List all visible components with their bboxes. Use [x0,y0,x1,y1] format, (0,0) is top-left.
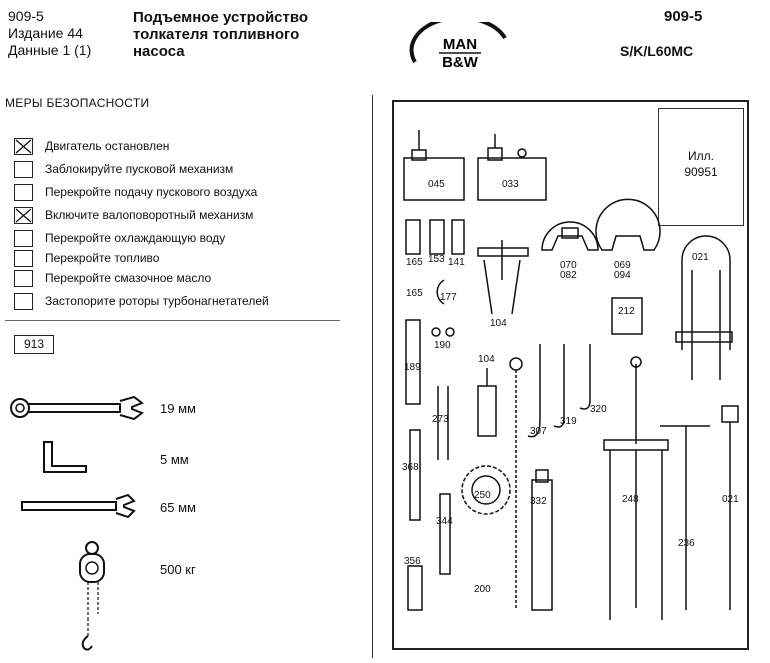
checklist-label: Двигатель остановлен [45,139,170,153]
part-label: 200 [474,584,491,595]
part-label: 033 [502,179,519,190]
tool-board [392,100,749,650]
checklist-label: Застопорите роторы турбонагнетателей [45,294,269,308]
illustration-number: 90951 [684,165,718,179]
part-label: 021 [722,494,739,505]
open-end-wrench-icon [20,493,136,524]
illustration-label: Илл. [688,149,714,163]
checklist-item[interactable]: Включите валоповоротный механизм [14,205,253,225]
checklist-label: Перекройте смазочное масло [45,271,212,285]
checklist-item[interactable]: Перекройте топливо [14,248,159,268]
part-label: 212 [618,306,635,317]
checklist-item[interactable]: Застопорите роторы турбонагнетателей [14,291,269,311]
safety-heading: МЕРЫ БЕЗОПАСНОСТИ [5,96,150,110]
part-label: 177 [440,292,457,303]
right-doc-number: 909-5 [664,8,703,25]
part-label: 307 [530,426,547,437]
checkbox[interactable] [14,160,33,178]
part-label: 273 [432,414,449,425]
part-label: 070 [560,260,577,271]
checklist-item[interactable]: Перекройте подачу пускового воздуха [14,182,257,202]
hex-key-size: 5 мм [160,452,189,467]
doc-number: 909-5 [8,8,44,24]
checkbox[interactable] [14,137,33,155]
hex-key-icon [40,438,90,481]
checklist-label: Перекройте охлаждающую воду [45,231,226,245]
checklist-label: Перекройте подачу пускового воздуха [45,185,258,199]
hoist-capacity: 500 кг [160,562,196,577]
tool-board-drawing: 045 033 165 153 141 070 082 069 094 021 … [402,130,739,620]
logo-text-bottom: B&W [442,54,479,71]
part-label: 356 [404,556,421,567]
part-label: 021 [692,252,709,263]
combination-wrench-icon [8,393,145,428]
part-label: 104 [490,318,507,329]
checkbox[interactable] [14,229,33,247]
part-label: 094 [614,270,631,281]
part-label: 082 [560,270,577,281]
part-label: 332 [530,496,547,507]
checkbox[interactable] [14,206,33,224]
checkbox[interactable] [14,292,33,310]
page-title: Подъемное устройство толкателя топливног… [133,9,308,60]
checklist-item[interactable]: Перекройте смазочное масло [14,268,211,288]
part-label: 368 [402,462,419,473]
checklist-item[interactable]: Заблокируйте пусковой механизм [14,159,233,179]
checklist-label: Заблокируйте пусковой механизм [45,162,234,176]
part-label: 045 [428,179,445,190]
checkbox[interactable] [14,249,33,267]
checklist-item[interactable]: Перекройте охлаждающую воду [14,228,225,248]
title-line-1: Подъемное устройство [133,9,309,26]
logo-text-top: MAN [443,36,477,53]
checklist-label: Перекройте топливо [45,251,160,265]
part-label: 190 [434,340,451,351]
vertical-divider [372,95,373,658]
man-bw-logo: MAN B&W [405,15,515,83]
wrench-size-19: 19 мм [160,401,196,416]
part-label: 104 [478,354,495,365]
open-end-wrench-size: 65 мм [160,500,196,515]
title-line-2: толкателя топливного [133,26,300,43]
tool-number-box: 913 [14,335,54,354]
part-label: 250 [474,490,491,501]
checklist-label: Включите валоповоротный механизм [45,208,254,222]
title-line-3: насоса [133,43,185,60]
edition: Издание 44 [8,25,83,41]
header-left: 909-5 Издание 44 Данные 1 (1) [8,8,91,59]
part-label: 189 [404,362,421,373]
part-label: 344 [436,516,453,527]
part-label: 320 [590,404,607,415]
part-label: 165 [406,288,423,299]
part-label: 141 [448,257,465,268]
divider [5,320,340,321]
part-label: 165 [406,257,423,268]
part-label: 319 [560,416,577,427]
illustration-box: Илл. 90951 [658,108,744,226]
data-version: Данные 1 (1) [8,42,92,58]
part-label: 153 [428,254,445,265]
checklist-item[interactable]: Двигатель остановлен [14,136,169,156]
part-label: 236 [678,538,695,549]
chain-hoist-icon [70,538,120,663]
engine-type: S/K/L60MC [620,43,694,59]
part-label: 248 [622,494,639,505]
checkbox[interactable] [14,269,33,287]
checkbox[interactable] [14,183,33,201]
part-label: 069 [614,260,631,271]
